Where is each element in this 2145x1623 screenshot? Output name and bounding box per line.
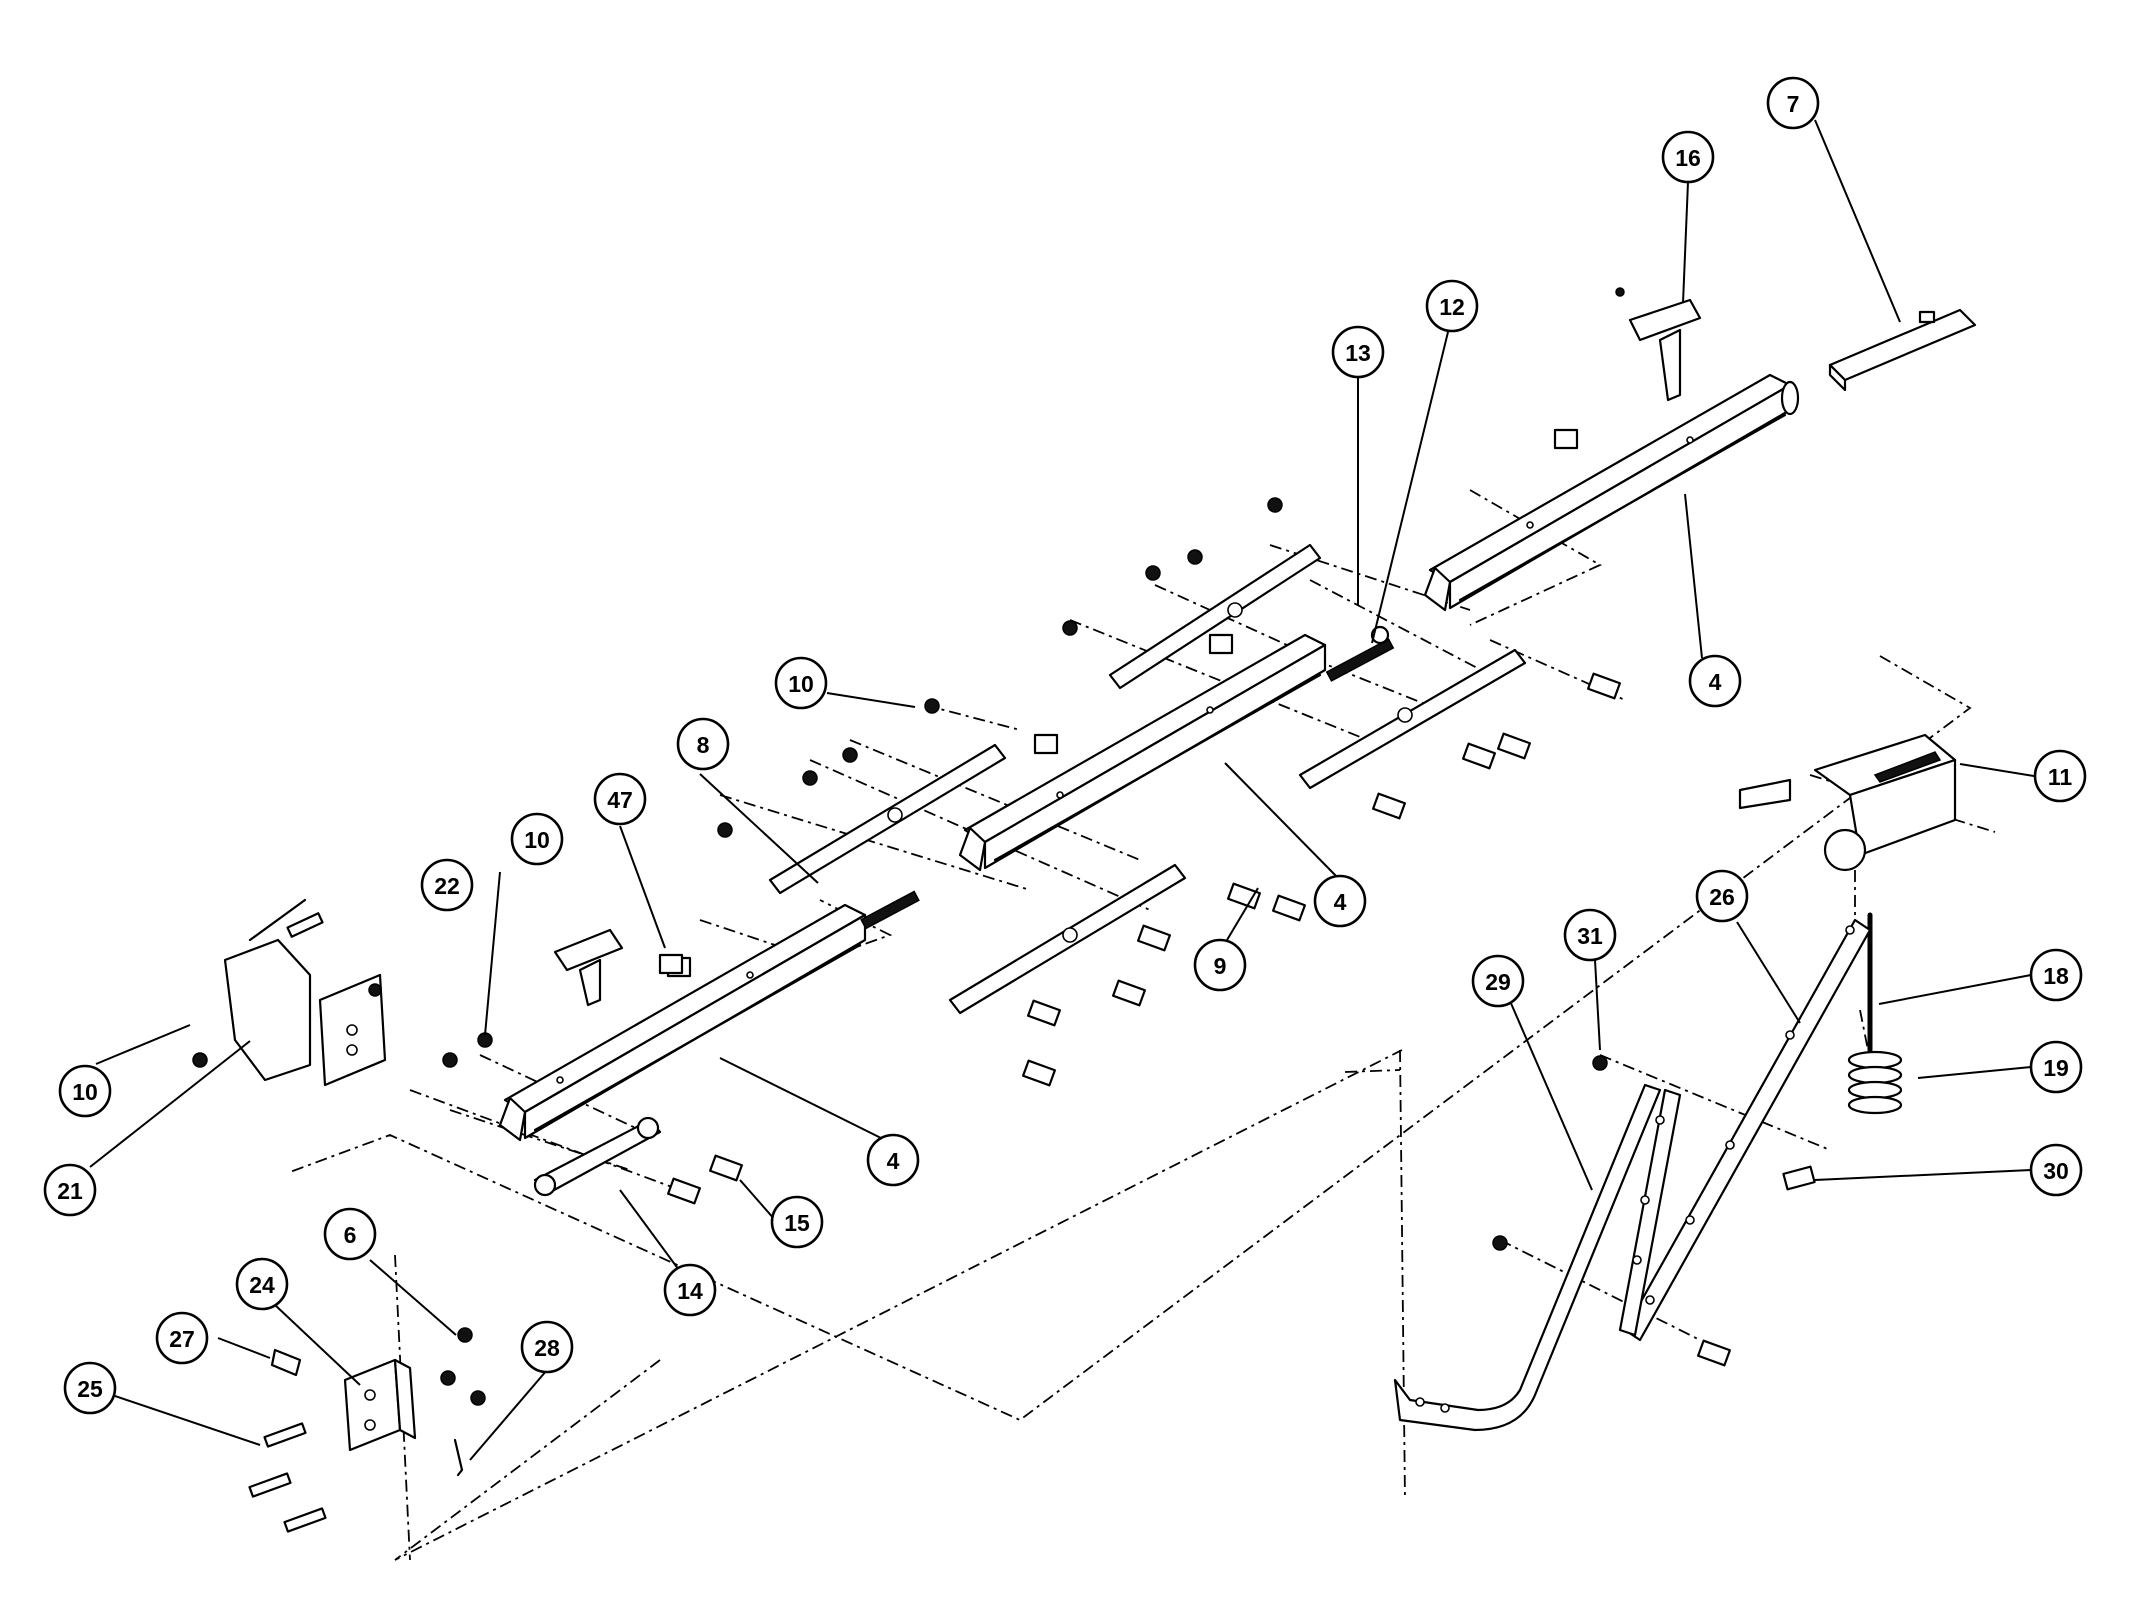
callout-28: 28 [520,1320,574,1374]
callout-13: 13 [1331,325,1385,379]
callout-24-label: 24 [249,1272,275,1298]
rail-couplers [860,625,1395,930]
callout-24: 24 [235,1257,289,1311]
callout-28-label: 28 [534,1335,560,1361]
front-plate-14 [533,1116,662,1197]
callout-10-middle-label: 10 [524,827,550,853]
callout-47-label: 47 [607,787,633,813]
callout-6-label: 6 [344,1222,357,1248]
callout-29: 29 [1471,954,1525,1008]
callout-4-rear: 4 [1688,654,1742,708]
callout-31-label: 31 [1577,923,1603,949]
callout-19-label: 19 [2043,1055,2069,1081]
callout-9-label: 9 [1214,953,1227,979]
straight-arm-short [1618,1088,1682,1337]
callout-4-front: 4 [866,1133,920,1187]
callout-13-label: 13 [1345,340,1371,366]
callout-27-label: 27 [169,1326,195,1352]
callout-6: 6 [323,1207,377,1261]
callout-16: 16 [1661,130,1715,184]
callout-10-middle: 10 [510,812,564,866]
fasteners [192,497,1816,1533]
leader-lines [89,119,2035,1461]
callout-4-middle: 4 [1313,874,1367,928]
callout-30-label: 30 [2043,1158,2069,1184]
callout-26: 26 [1695,869,1749,923]
callout-19: 19 [2029,1040,2083,1094]
callout-27: 27 [155,1311,209,1365]
callout-25-label: 25 [77,1376,103,1402]
trolley-11 [1738,733,1957,872]
callout-10-left: 10 [58,1064,112,1118]
callout-21-label: 21 [57,1178,83,1204]
alignment-lines [289,489,1996,1561]
callout-15-label: 15 [784,1210,810,1236]
callout-25: 25 [63,1361,117,1415]
callout-29-label: 29 [1485,969,1511,995]
callout-18-label: 18 [2043,963,2069,989]
clevis-pin-27 [270,1348,302,1377]
callout-4-rear-label: 4 [1709,669,1722,695]
callout-7: 7 [1766,76,1820,130]
callout-10-left-label: 10 [72,1079,98,1105]
rear-plate-7 [1828,308,1977,392]
front-bracket-47 [553,928,684,1007]
callout-14-label: 14 [677,1278,703,1304]
callout-26-label: 26 [1709,884,1735,910]
callout-9: 9 [1193,938,1247,992]
callout-14: 14 [663,1263,717,1317]
spring-19 [1847,1050,1903,1115]
curved-arm-29 [1393,1083,1662,1432]
straight-arm-26 [1623,918,1872,1342]
callout-12-label: 12 [1439,294,1465,320]
callout-11: 11 [2033,749,2087,803]
callout-22: 22 [420,858,474,912]
callout-21: 21 [43,1163,97,1217]
callout-31: 31 [1563,908,1617,962]
clip-28 [453,1438,464,1477]
callout-7-label: 7 [1787,91,1800,117]
callout-4-front-label: 4 [887,1148,900,1174]
callout-30: 30 [2029,1143,2083,1197]
callout-10-upper: 10 [774,656,828,710]
callout-12: 12 [1425,279,1479,333]
callout-15: 15 [770,1195,824,1249]
callout-4-middle-label: 4 [1334,889,1347,915]
callout-18: 18 [2029,948,2083,1002]
rail-section-front [498,903,867,1142]
splice-plates [768,543,1527,1015]
rail-section-rear [1423,373,1800,612]
callout-47: 47 [593,772,647,826]
callout-22-label: 22 [434,873,460,899]
rail-section-middle [958,633,1327,872]
callout-10-upper-label: 10 [788,671,814,697]
callout-11-label: 11 [2048,764,2073,790]
callout-8: 8 [676,717,730,771]
callout-16-label: 16 [1675,145,1701,171]
callout-8-label: 8 [697,732,710,758]
rail-bracket-16 [1615,287,1702,402]
